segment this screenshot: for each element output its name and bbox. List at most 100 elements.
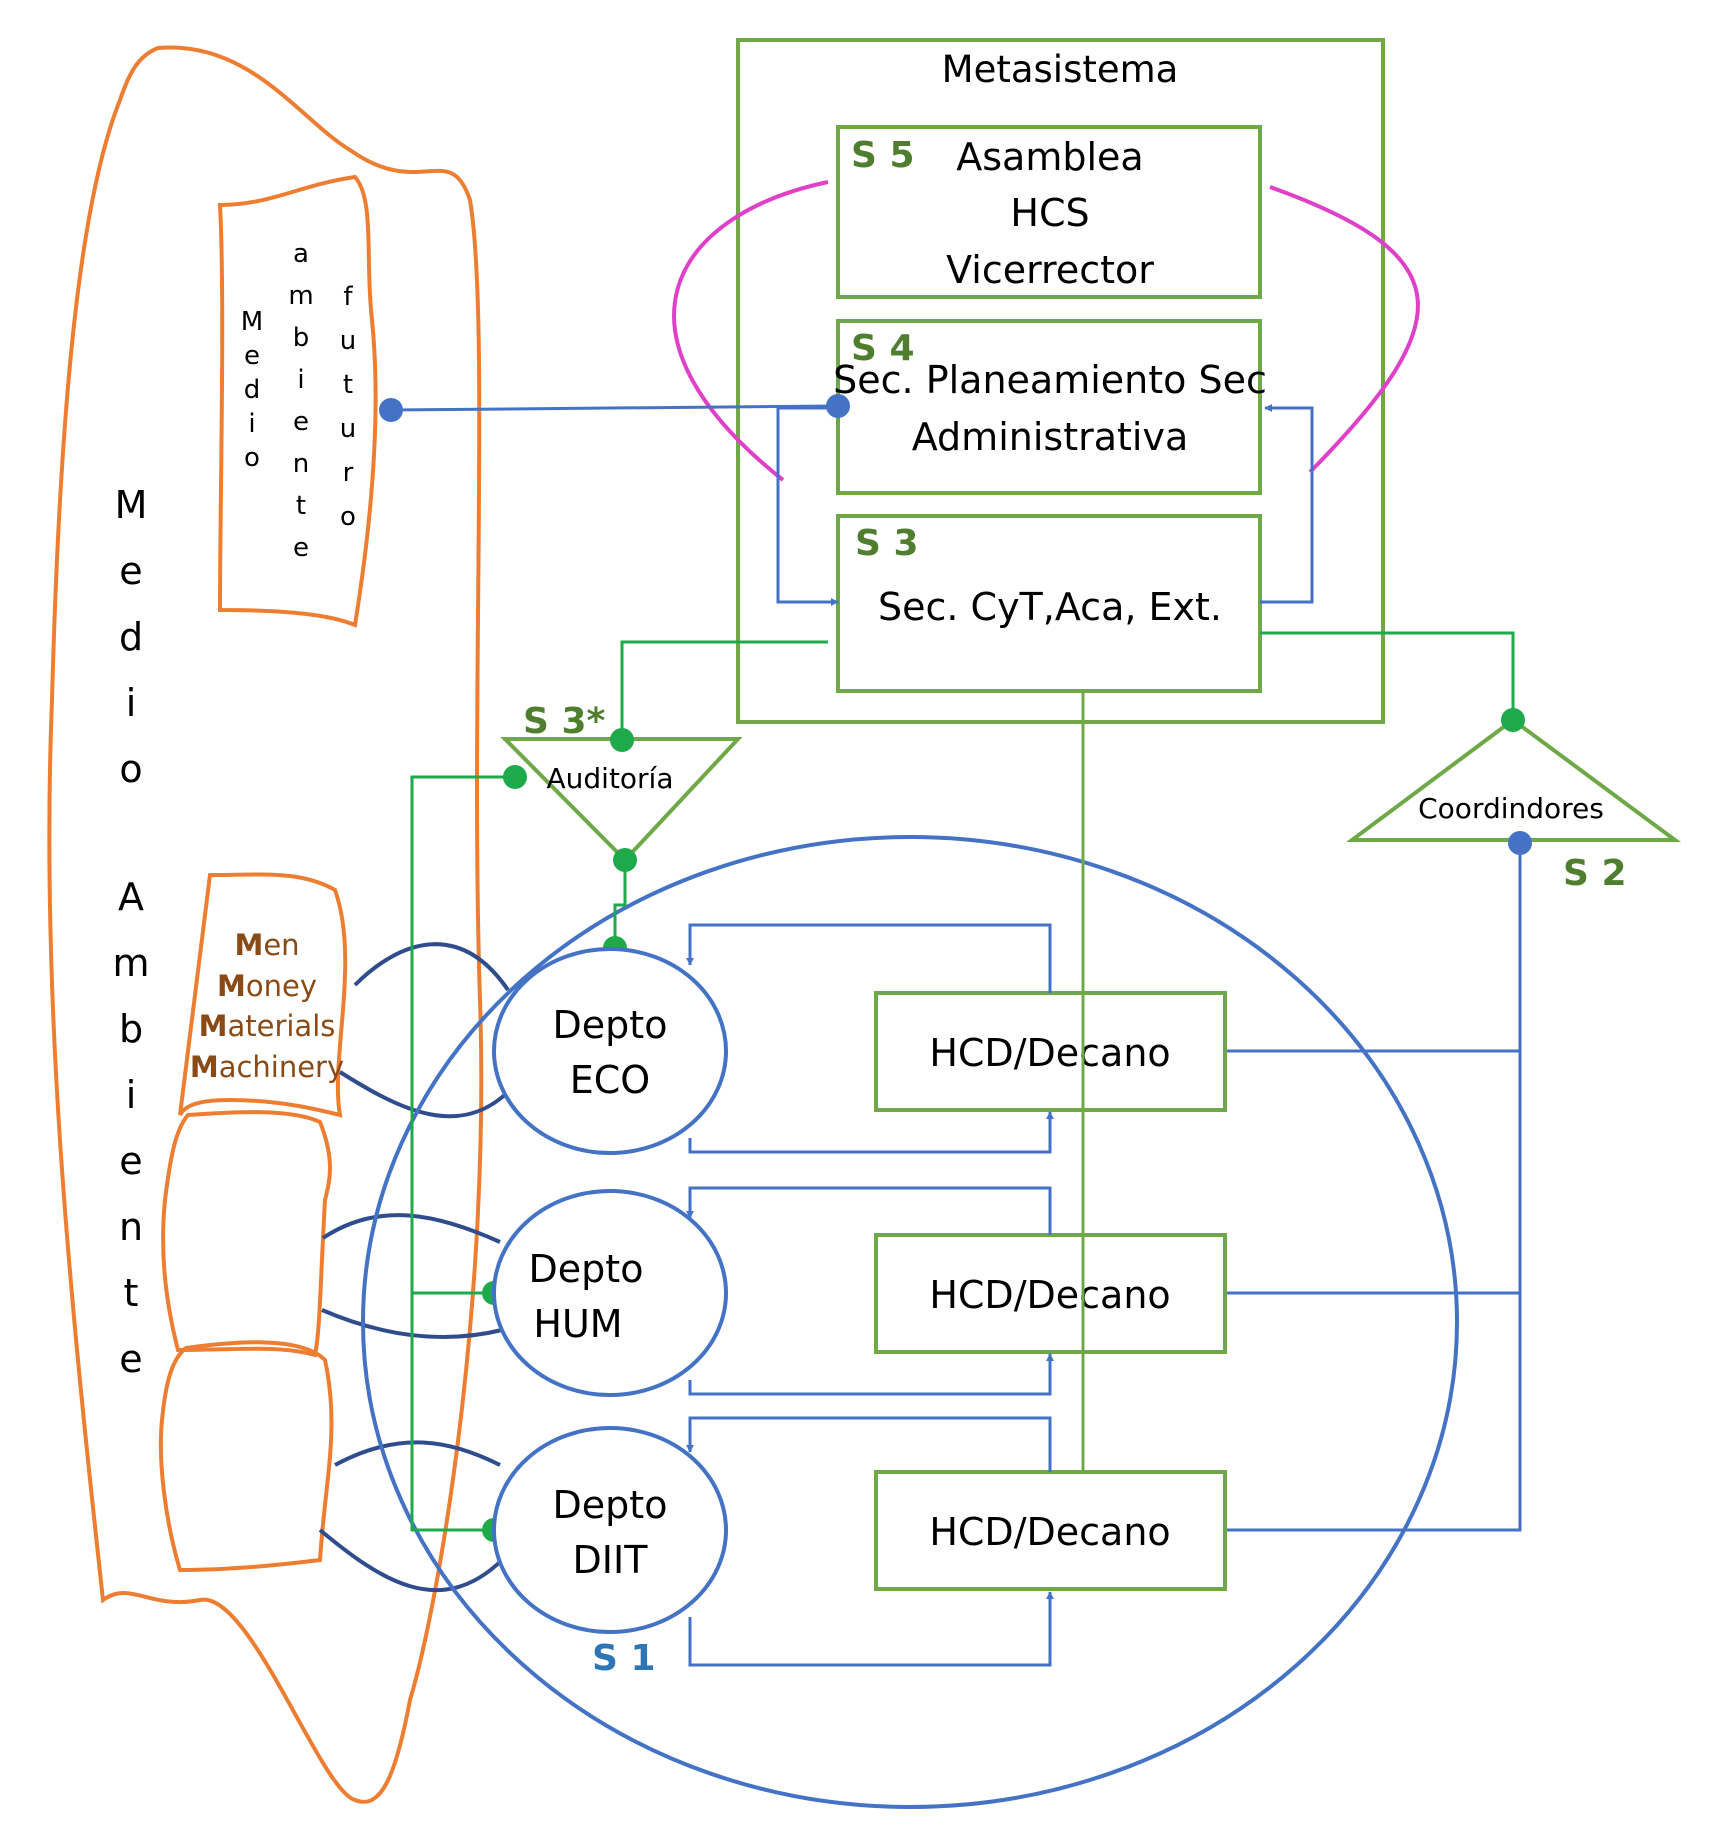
- s3star-name: Auditoría: [546, 762, 673, 795]
- env-segment-2: [161, 1110, 332, 1358]
- dept-eco: [492, 947, 728, 1155]
- futuro-col3-letter: u: [340, 414, 356, 444]
- s1-label: S 1: [592, 1638, 656, 1679]
- resources-shape: [178, 872, 348, 1118]
- s4-label: S 4: [851, 328, 915, 369]
- futuro-col1-letter: o: [244, 443, 260, 473]
- s3-s3star-link: [620, 640, 828, 740]
- eco-to-hcd1-arrow: [688, 1111, 1054, 1154]
- dept-hum-line-1: Depto: [529, 1247, 644, 1291]
- dept-eco-line-2: ECO: [570, 1058, 650, 1102]
- s5-label: S 5: [851, 135, 915, 176]
- s5-line-1: Asamblea: [956, 135, 1143, 179]
- medio-ambiente-letter: d: [119, 615, 143, 659]
- s5-box: [836, 125, 1262, 299]
- future-environment-shape: [217, 174, 378, 628]
- metasistema-title: Metasistema: [942, 48, 1179, 91]
- futuro-col2-letter: m: [288, 281, 313, 311]
- medio-ambiente-letter: M: [115, 483, 148, 527]
- resource-item: Machinery: [190, 1050, 344, 1084]
- environment-shape: [47, 45, 484, 1804]
- medio-ambiente-letter: e: [119, 1337, 142, 1381]
- hcd2-to-hum-arrow: [686, 1186, 1052, 1235]
- s4-future-link: [390, 404, 839, 412]
- dept-eco-line-1: Depto: [553, 1003, 668, 1047]
- medio-ambiente-letter: b: [119, 1007, 143, 1051]
- medio-ambiente-letter: A: [118, 875, 144, 919]
- futuro-col3-letter: f: [343, 282, 353, 312]
- medio-ambiente-letter: n: [119, 1205, 143, 1249]
- futuro-col3-letter: t: [343, 370, 353, 400]
- hum-to-hcd2-arrow: [688, 1353, 1054, 1396]
- resource-item: Materials: [199, 1009, 336, 1043]
- audit-bus: [410, 775, 515, 1532]
- env-link-eco-1: [353, 942, 510, 992]
- s4-to-s3-arrow: [776, 406, 839, 606]
- s3-s2-link: [1260, 631, 1515, 720]
- s1-operations-ellipse: [361, 835, 1459, 1809]
- s2-name: Coordindores: [1418, 792, 1604, 825]
- s4-future-node-right: [826, 394, 850, 418]
- hcd3-to-diit-arrow: [686, 1416, 1052, 1472]
- s3-to-s4-arrow: [1260, 404, 1314, 604]
- env-link-diit-2: [318, 1528, 504, 1593]
- futuro-col2-letter: t: [296, 491, 306, 521]
- env-link-diit-1: [334, 1440, 501, 1467]
- s2-bus: [1225, 843, 1522, 1532]
- s3star-node-top: [610, 728, 634, 752]
- diit-to-hcd3-arrow: [688, 1591, 1054, 1667]
- s3-line-1: Sec. CyT,Aca, Ext.: [878, 585, 1222, 629]
- s3star-triangle: [500, 737, 743, 863]
- resource-item: Men: [234, 928, 299, 962]
- s2-node-top: [1501, 708, 1525, 732]
- medio-ambiente-letter: t: [124, 1271, 139, 1315]
- medio-ambiente-letter: o: [119, 747, 142, 791]
- s2-label: S 2: [1563, 853, 1627, 894]
- dept-diit-line-1: Depto: [553, 1483, 668, 1527]
- futuro-col1-letter: M: [241, 307, 263, 337]
- env-link-eco-2: [338, 1070, 512, 1119]
- futuro-col2-letter: e: [293, 407, 309, 437]
- futuro-col2-letter: e: [293, 533, 309, 563]
- env-link-hum-1: [321, 1213, 501, 1244]
- futuro-col3-letter: o: [340, 502, 356, 532]
- futuro-col3-letter: u: [340, 326, 356, 356]
- dept-diit-line-2: DIIT: [573, 1538, 649, 1582]
- metasistema-frame: [736, 38, 1385, 724]
- dept-hum: [492, 1189, 728, 1397]
- s4-line-2: Administrativa: [912, 415, 1189, 459]
- medio-ambiente-letter: i: [126, 1073, 137, 1117]
- hcd-box-2-label: HCD/Decano: [929, 1273, 1170, 1317]
- futuro-col2-letter: a: [293, 239, 309, 269]
- medio-ambiente-letter: m: [112, 941, 149, 985]
- s3-label: S 3: [855, 523, 919, 564]
- hcd-box-3: [874, 1470, 1227, 1591]
- futuro-col3-letter: r: [343, 458, 354, 488]
- futuro-col2-letter: b: [293, 323, 310, 353]
- dept-hum-line-2: HUM: [533, 1302, 622, 1346]
- env-segment-3: [158, 1340, 334, 1573]
- s4-future-node-left: [379, 398, 403, 422]
- s3star-label: S 3*: [523, 701, 606, 742]
- hcd-box-1-label: HCD/Decano: [929, 1031, 1170, 1075]
- dept-diit: [492, 1426, 728, 1634]
- s4-line-1: Sec. Planeamiento Sec: [833, 358, 1267, 402]
- s5-line-3: Vicerrector: [946, 248, 1154, 292]
- futuro-col1-letter: i: [248, 409, 255, 439]
- resource-item: Money: [217, 969, 317, 1003]
- medio-ambiente-letter: e: [119, 549, 142, 593]
- hcd-box-3-label: HCD/Decano: [929, 1510, 1170, 1554]
- s4-s5-homeostat-right: [1269, 185, 1420, 474]
- s4-s5-homeostat-left: [672, 180, 829, 482]
- s5-line-2: HCS: [1010, 191, 1089, 235]
- futuro-col2-letter: n: [293, 449, 309, 479]
- hcd1-to-eco-arrow: [686, 923, 1052, 993]
- medio-ambiente-letter: i: [126, 681, 137, 725]
- medio-ambiente-letter: e: [119, 1139, 142, 1183]
- futuro-col1-letter: e: [244, 341, 260, 371]
- futuro-col1-letter: d: [244, 375, 261, 405]
